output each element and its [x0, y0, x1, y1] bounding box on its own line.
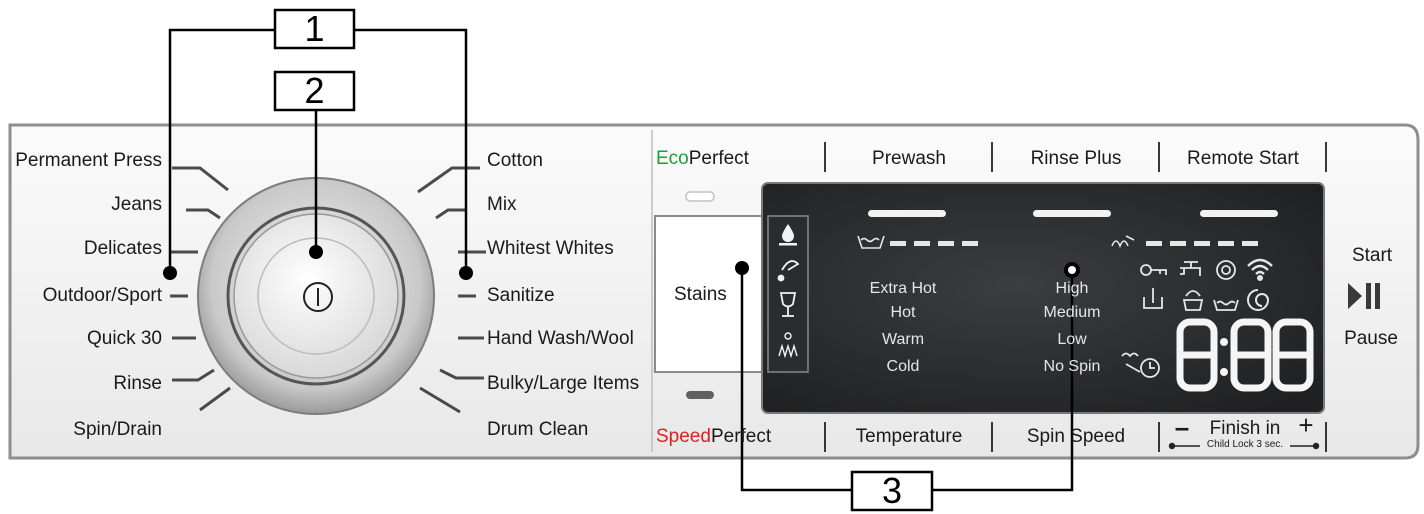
program-mix[interactable]: Mix [487, 194, 517, 215]
finish-plus-button[interactable]: + [1298, 410, 1314, 440]
key-lock-icon [1140, 264, 1167, 276]
program-sanitize[interactable]: Sanitize [487, 285, 555, 306]
dial-indicator-lines-right [417, 166, 486, 414]
faucet-icon [1180, 261, 1201, 276]
power-icon [303, 282, 333, 312]
program-jeans[interactable]: Jeans [111, 194, 162, 215]
program-rinse[interactable]: Rinse [113, 373, 162, 394]
temperature-button[interactable]: Temperature [855, 426, 963, 447]
speed-perfect-button[interactable]: SpeedPerfect [656, 426, 816, 448]
program-outdoor-sport[interactable]: Outdoor/Sport [42, 285, 162, 306]
eco-indicator-led [685, 191, 715, 202]
program-whitest-whites[interactable]: Whitest Whites [487, 238, 614, 259]
callout-1: 1 [304, 8, 325, 49]
drum-icon [1216, 260, 1236, 280]
dial-indicator-lines-left [170, 166, 231, 412]
lcd-temp-warm: Warm [881, 331, 925, 348]
program-bulky-large-items[interactable]: Bulky/Large Items [487, 373, 640, 394]
program-delicates[interactable]: Delicates [83, 238, 162, 259]
speed-prefix: Speed [656, 426, 711, 447]
clean-basket-icon [1182, 290, 1204, 311]
start-label[interactable]: Start [1351, 245, 1393, 266]
start-pause-icon [1348, 283, 1380, 309]
time-digits [1176, 318, 1314, 392]
water-drop-icon [779, 224, 797, 246]
lcd-spin-no-spin: No Spin [1043, 358, 1101, 375]
speed-indicator-led [686, 391, 714, 399]
finish-in-label: Finish in [1209, 418, 1281, 439]
callout-2: 2 [304, 70, 325, 111]
program-hand-wash-wool[interactable]: Hand Wash/Wool [487, 328, 634, 349]
callout-dots [163, 245, 1080, 280]
lcd-bar-remote-start [1200, 210, 1278, 217]
button-separators [824, 142, 1327, 452]
eco-suffix: Perfect [688, 148, 749, 169]
finish-minus-button[interactable]: – [1174, 412, 1190, 442]
program-spin-drain[interactable]: Spin/Drain [73, 419, 162, 440]
remote-start-button[interactable]: Remote Start [1187, 148, 1299, 169]
program-drum-clean[interactable]: Drum Clean [487, 419, 589, 440]
callout-3: 3 [881, 470, 903, 511]
rinse-plus-button[interactable]: Rinse Plus [1030, 148, 1122, 169]
program-quick-30[interactable]: Quick 30 [87, 328, 162, 349]
eco-perfect-button[interactable]: EcoPerfect [656, 148, 816, 170]
child-lock-line [1168, 442, 1320, 450]
lcd-spin-medium: Medium [1043, 304, 1101, 321]
basin-arrow-icon [1143, 288, 1163, 309]
grass-stain-icon [777, 260, 800, 282]
wifi-icon [1247, 258, 1273, 282]
speed-suffix: Perfect [710, 426, 772, 447]
wash-basin-icon [857, 235, 885, 249]
lcd-temp-cold: Cold [886, 358, 920, 375]
child-lock-label: Child Lock 3 sec. [1206, 439, 1284, 450]
lcd-bar-prewash [868, 210, 946, 217]
time-colon-bottom [1220, 368, 1228, 376]
spin-dashes [1146, 241, 1258, 246]
lcd-temp-hot: Hot [890, 304, 916, 321]
eco-prefix: Eco [656, 148, 689, 169]
program-cotton[interactable]: Cotton [487, 150, 543, 171]
callout-box-2 [273, 70, 356, 112]
flower-pollen-icon [778, 332, 798, 359]
pause-label[interactable]: Pause [1344, 328, 1398, 349]
callout-box-1 [273, 8, 356, 50]
stains-button[interactable]: Stains [674, 284, 727, 305]
wine-glass-icon [779, 292, 797, 317]
dry-icon [1111, 235, 1135, 249]
lcd-temp-extra-hot: Extra Hot [869, 280, 937, 297]
callout-box-3 [850, 470, 934, 512]
program-permanent-press[interactable]: Permanent Press [15, 150, 162, 171]
time-colon-top [1220, 338, 1228, 346]
spin-speed-button[interactable]: Spin Speed [1026, 426, 1126, 447]
lcd-spin-high: High [1055, 280, 1089, 297]
delay-start-icon [1121, 352, 1160, 378]
prewash-button[interactable]: Prewash [872, 148, 946, 169]
rinse-icon [1213, 299, 1239, 311]
temperature-dashes [890, 241, 978, 246]
lcd-spin-low: Low [1057, 331, 1087, 348]
lcd-bar-rinse-plus [1033, 210, 1111, 217]
callout-lines [168, 28, 1074, 492]
spin-icon [1247, 289, 1270, 311]
